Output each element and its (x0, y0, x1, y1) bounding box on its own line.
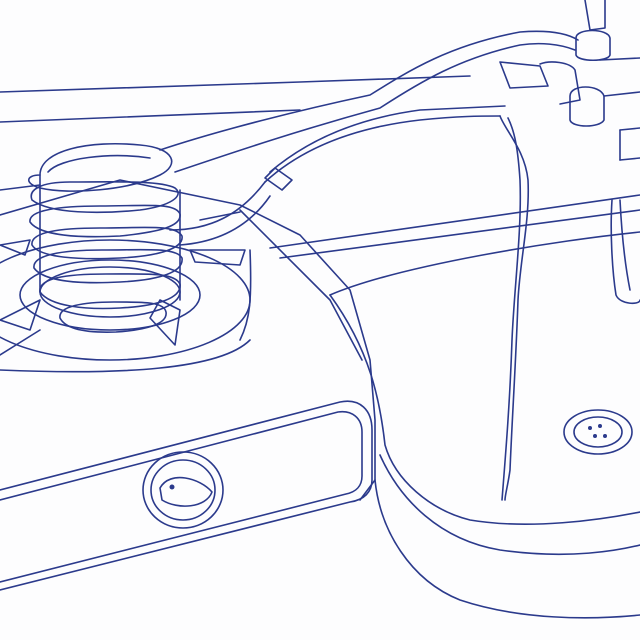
coiled-hose (27, 142, 183, 333)
stove-knob (142, 451, 224, 529)
hose-to-faucet (159, 30, 579, 246)
water-stream (499, 115, 530, 501)
faucet (499, 0, 640, 305)
burner (0, 211, 251, 361)
sink-basin (269, 194, 640, 619)
sink-drain (563, 409, 633, 455)
counter-back-edge (0, 75, 471, 191)
stove-front-panel (0, 400, 373, 591)
stove-body (0, 179, 376, 501)
